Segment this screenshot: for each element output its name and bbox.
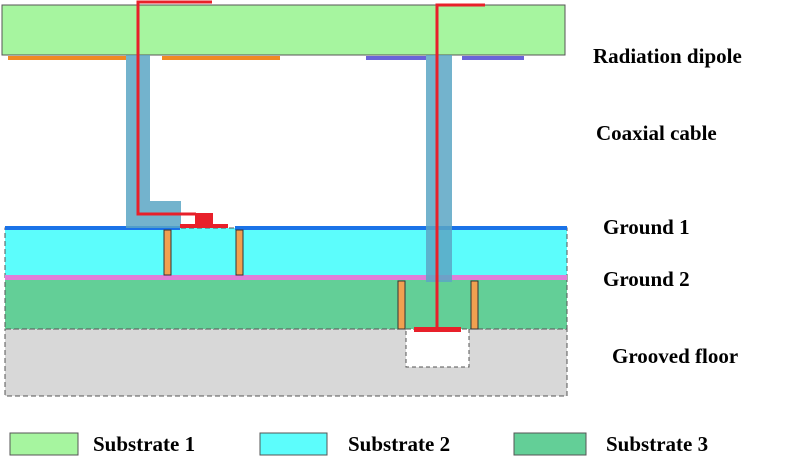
label-ground-2: Ground 2 — [603, 267, 690, 291]
substrate-2-layer — [4, 227, 568, 280]
legend-label-substrate-3: Substrate 3 — [606, 432, 708, 456]
label-grooved-floor: Grooved floor — [612, 344, 738, 368]
dipole-arm-left-2 — [162, 56, 280, 60]
ground-1-plane-right — [235, 226, 567, 230]
grooved-floor — [4, 328, 568, 397]
dipole-arm-right-2 — [462, 56, 524, 60]
feed-stub-left — [195, 213, 213, 225]
legend-swatch-substrate-3 — [513, 432, 587, 456]
substrate-1-board — [1, 4, 566, 56]
coaxial-cable-left — [126, 55, 181, 228]
floor-groove — [405, 328, 470, 368]
legend-swatch-substrate-2 — [259, 432, 328, 456]
legend: Substrate 1 Substrate 2 Substrate 3 — [9, 432, 708, 456]
legend-label-substrate-1: Substrate 1 — [93, 432, 195, 456]
label-radiation-dipole: Radiation dipole — [593, 44, 742, 68]
via-substrate2-right — [235, 229, 244, 276]
substrate-3-layer — [4, 278, 568, 330]
dipole-arm-right-1 — [366, 56, 426, 60]
label-coaxial-cable: Coaxial cable — [596, 121, 717, 145]
coaxial-cable-right — [426, 55, 452, 282]
label-ground-1: Ground 1 — [603, 215, 690, 239]
legend-swatch-substrate-1 — [9, 432, 79, 456]
ground-1-plane-left — [5, 226, 180, 230]
feed-pad-left — [180, 224, 228, 228]
ground-2-plane — [5, 275, 567, 280]
dipole-arm-left-1 — [8, 56, 126, 60]
legend-label-substrate-2: Substrate 2 — [348, 432, 450, 456]
via-substrate3-left — [397, 280, 406, 330]
feed-pad-right — [414, 327, 461, 332]
via-substrate2-left — [163, 229, 172, 276]
feed-line-left — [136, 0, 212, 216]
via-substrate3-right — [470, 280, 479, 330]
feed-line-right — [435, 3, 485, 329]
